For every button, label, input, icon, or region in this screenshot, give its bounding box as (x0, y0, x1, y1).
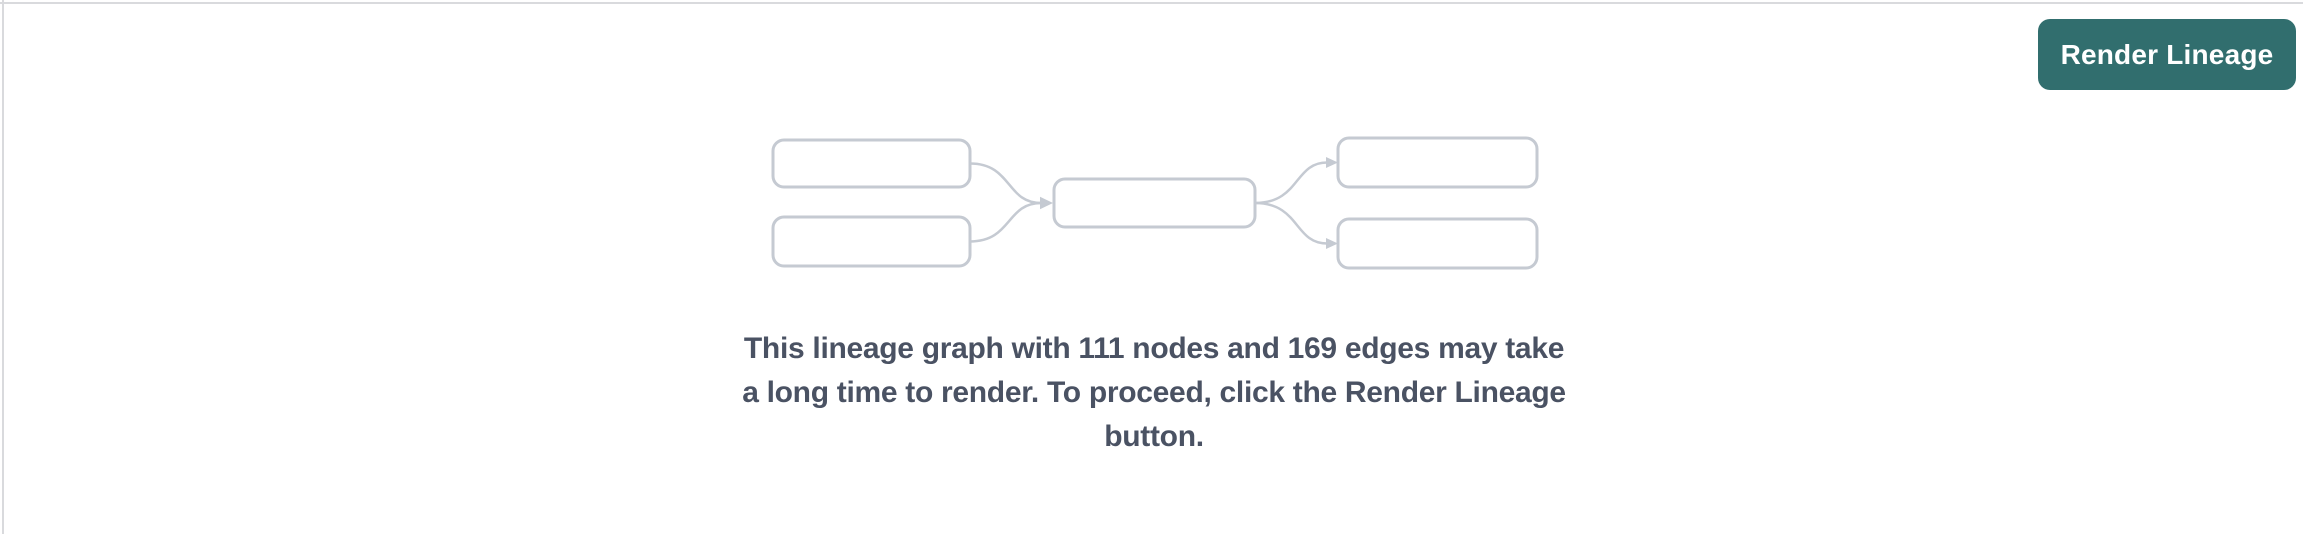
graphic-edge (968, 201, 1043, 243)
graphic-node-target-top (1336, 136, 1539, 189)
graphic-edge (1253, 201, 1329, 245)
graphic-node-source-top (771, 138, 972, 189)
edge-arrowhead-icon (1326, 238, 1338, 249)
graphic-edge (1253, 161, 1329, 205)
edge-arrowhead-icon (1040, 196, 1053, 210)
lineage-graph-placeholder-icon (771, 136, 1539, 270)
graphic-node-target-bottom (1336, 217, 1539, 270)
graphic-node-middle (1052, 177, 1257, 229)
graphic-edge (968, 162, 1043, 205)
pane-left-border (2, 0, 4, 534)
lineage-warning-line: button. (1104, 420, 1204, 453)
edge-arrowhead-icon (1326, 157, 1338, 168)
lineage-warning-text: This lineage graph with 111 nodes and 16… (0, 327, 2308, 459)
lineage-warning-line: This lineage graph with 111 nodes and 16… (743, 332, 1565, 365)
pane-top-border (0, 2, 2303, 4)
render-lineage-button[interactable]: Render Lineage (2038, 19, 2296, 90)
lineage-warning-line: a long time to render. To proceed, click… (742, 376, 1566, 409)
graphic-node-source-bottom (771, 215, 972, 268)
